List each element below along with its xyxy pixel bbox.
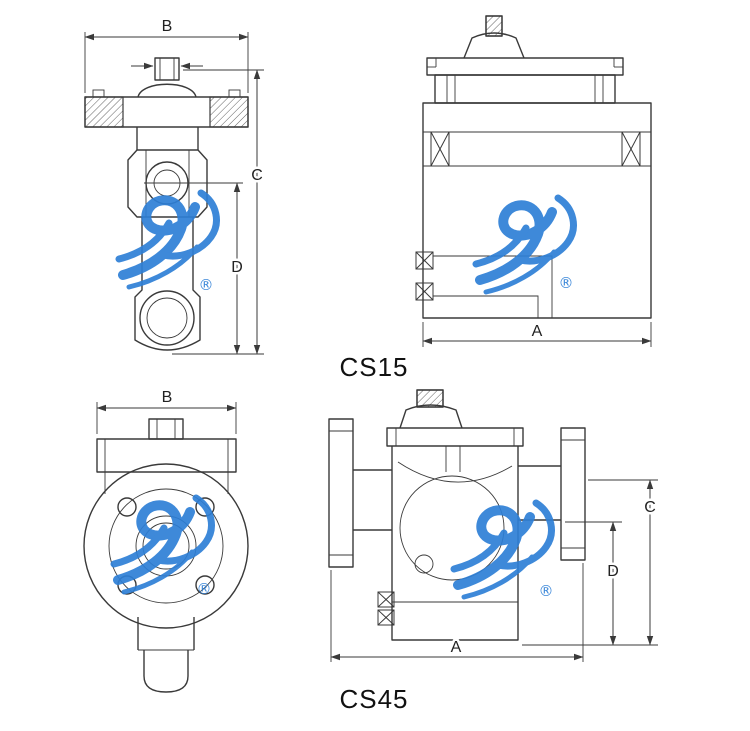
registered-mark-icon: ® xyxy=(199,276,214,294)
model-label-cs15: CS15 xyxy=(339,352,408,382)
brand-watermark-top-left: ® xyxy=(119,193,216,294)
dimension-c-cs45: C xyxy=(522,479,658,646)
cs45-top-boss xyxy=(148,418,184,440)
cs15-side-body xyxy=(127,127,243,351)
brand-watermark-bottom-left: ® xyxy=(114,498,212,598)
cs15-side-flange xyxy=(84,89,249,128)
cs45-inlet-flange xyxy=(328,418,354,568)
dim-label-d-cs15: D xyxy=(231,259,243,276)
drain-boss xyxy=(377,591,395,626)
cs15-front-cap xyxy=(426,15,624,104)
bolt-hole xyxy=(117,497,137,517)
dimension-b-cs15: B xyxy=(84,16,249,93)
cs45-bottom-cap xyxy=(137,617,195,693)
cs15-side-view: B C D xyxy=(84,16,265,355)
cs45-body xyxy=(353,389,561,641)
dim-label-a-cs15: A xyxy=(532,323,543,340)
cs15-front-view: A xyxy=(415,15,652,347)
bolt-hole xyxy=(195,575,215,595)
dimension-a-cs45: A xyxy=(330,563,584,662)
dimension-b-cs45: B xyxy=(96,387,237,434)
brand-swirl-icon xyxy=(119,193,216,287)
cs45-outlet-flange xyxy=(560,427,586,561)
model-label-cs45: CS45 xyxy=(339,684,408,714)
brand-watermark-top-right: ® xyxy=(476,198,574,292)
cs15-front-body xyxy=(415,102,652,319)
registered-mark-icon: ® xyxy=(559,274,574,292)
dimension-d-cs15: D xyxy=(229,182,245,355)
dim-label-c-cs15: C xyxy=(251,167,263,184)
gasket-section-right xyxy=(621,131,641,167)
dim-label-d-cs45: D xyxy=(607,563,619,580)
registered-mark-icon: ® xyxy=(539,582,554,600)
cs45-top-view: B xyxy=(83,387,249,693)
dimension-d-cs45: D xyxy=(565,521,622,646)
brand-watermark-bottom-right: ® xyxy=(454,503,554,600)
dim-label-c-cs45: C xyxy=(644,499,656,516)
dim-label-b-cs45: B xyxy=(162,389,173,406)
gasket-section-left xyxy=(430,131,450,167)
dimension-a-cs15: A xyxy=(422,321,652,347)
registered-mark-icon: ® xyxy=(197,580,212,598)
cs45-round-flange xyxy=(83,463,249,629)
dimension-c-cs15: C xyxy=(172,69,265,355)
cs45-top-flange-band xyxy=(96,438,237,494)
dim-label-a-cs45: A xyxy=(451,639,462,656)
inlet-connection xyxy=(415,251,434,301)
dim-label-b-cs15: B xyxy=(162,18,173,35)
bolt-hole xyxy=(195,497,215,517)
cs45-section-view: A C D xyxy=(328,389,658,662)
cs15-side-cap xyxy=(137,57,197,98)
